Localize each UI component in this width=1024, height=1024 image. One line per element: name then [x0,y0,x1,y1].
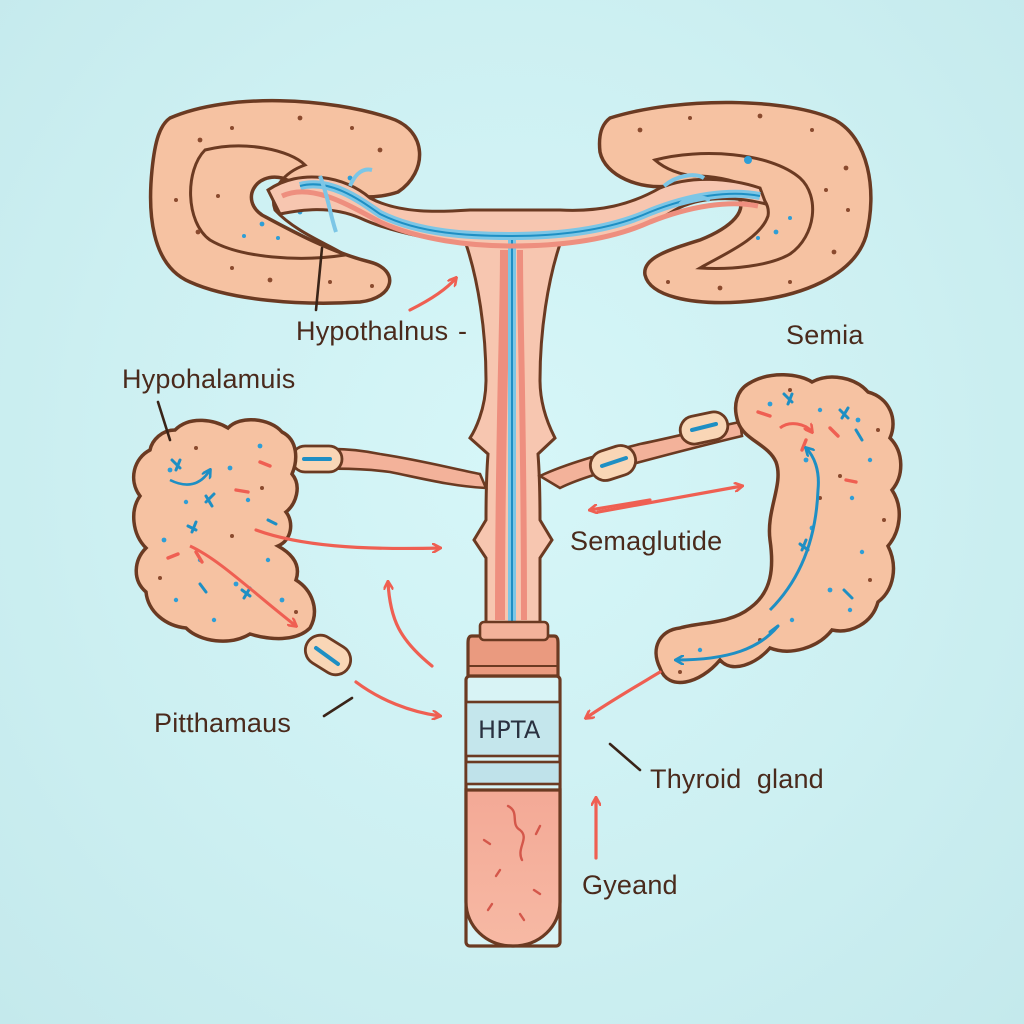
hpta-vial [464,620,562,948]
label-pitthamaus: Pitthamaus [154,708,292,738]
label-hypothalnus-dash: - [458,316,468,346]
left-brain-lobe [148,98,422,305]
central-stalk [266,167,769,627]
label-semaglutide: Semaglutide [570,526,723,556]
label-hypothalnus: Hypothalnus [296,316,449,346]
leader-lines [156,246,642,772]
label-hypohalamuis: Hypohalamuis [122,364,296,394]
arrows [254,278,742,860]
label-semia: Semia [786,320,864,350]
left-gland [131,417,489,677]
label-gyeand: Gyeand [582,870,678,900]
right-gland [537,373,903,685]
vial-label: HPTA [478,716,541,744]
right-brain-lobe [597,100,873,305]
label-thyroid-gland: Thyroid gland [650,764,824,794]
